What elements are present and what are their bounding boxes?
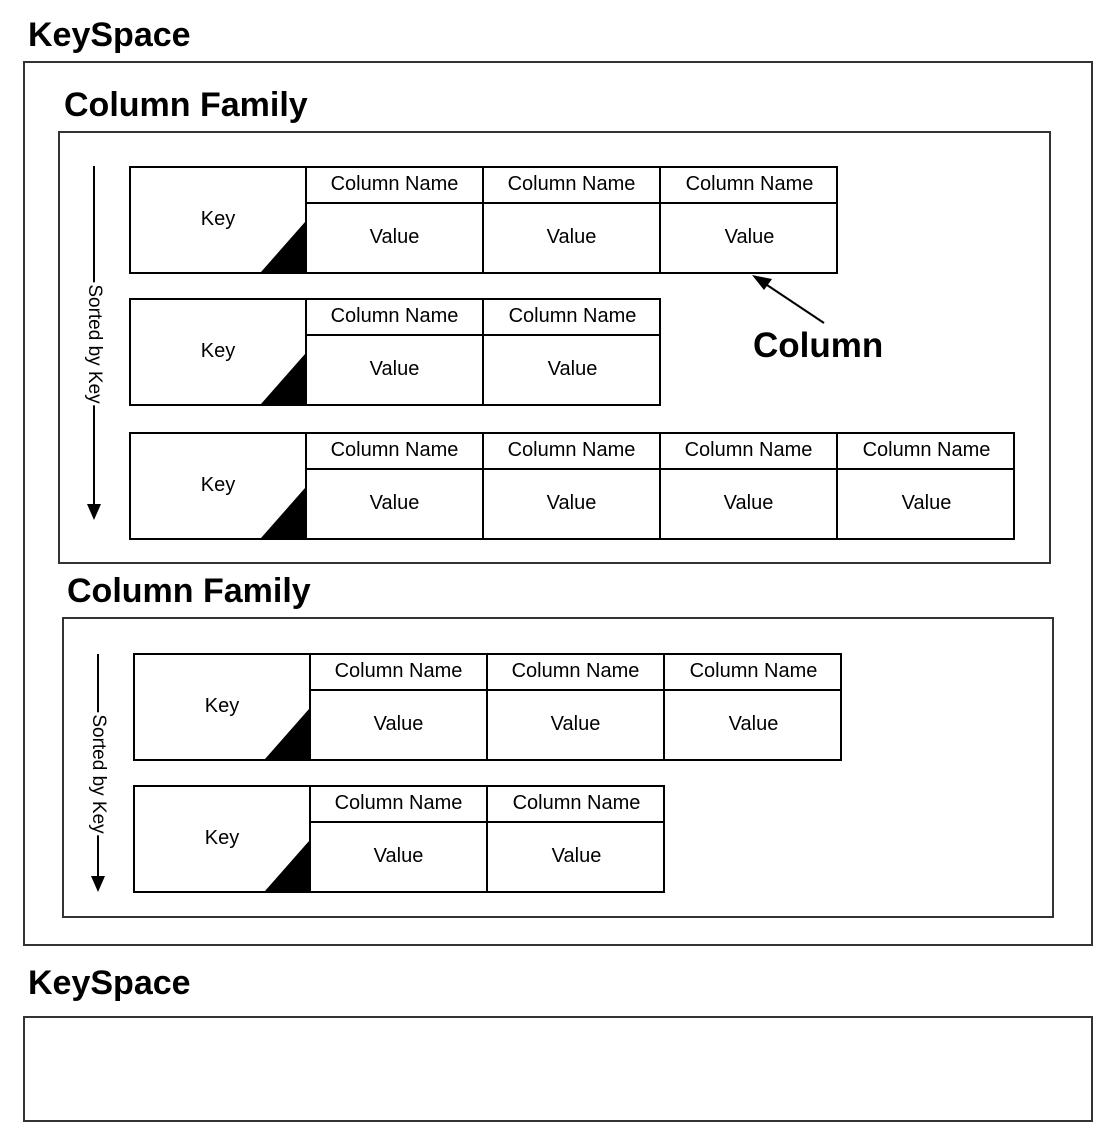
key-corner-marker	[265, 709, 309, 759]
column-name: Column Name	[661, 168, 838, 204]
column-value: Value	[723, 492, 774, 514]
row: Key Column Name Value Column Name Value	[133, 785, 665, 893]
column-name: Column Name	[484, 434, 659, 470]
column-name: Column Name	[307, 168, 482, 204]
key-label: Key	[200, 208, 236, 230]
column-name: Column Name	[311, 655, 486, 691]
row: Key Column Name Value Column Name Value …	[129, 432, 1015, 540]
column-name: Column Name	[488, 655, 663, 691]
column-name: Column Name	[665, 655, 842, 691]
column-value: Value	[369, 358, 420, 380]
column-name: Column Name	[307, 434, 482, 470]
column: Column Name Value	[838, 434, 1015, 538]
key-corner-marker	[261, 488, 305, 538]
key-corner-marker	[265, 841, 309, 891]
column-name: Column Name	[488, 787, 665, 823]
sorted-by-key-arrow: Sorted by Key	[79, 166, 109, 522]
key-corner-marker	[261, 222, 305, 272]
row-key: Key	[135, 787, 311, 891]
column-family-box	[62, 617, 1054, 918]
column-name: Column Name	[311, 787, 486, 823]
column: Column Name Value	[307, 300, 484, 404]
row: Key Column Name Value Column Name Value …	[133, 653, 842, 761]
column: Column Name Value	[484, 434, 661, 538]
keyspace-title: KeySpace	[28, 964, 191, 1002]
column-value: Value	[551, 845, 602, 867]
column-value: Value	[547, 358, 598, 380]
sorted-by-key-arrow: Sorted by Key	[83, 654, 113, 894]
column-value: Value	[550, 713, 601, 735]
key-corner-marker	[261, 354, 305, 404]
column-value: Value	[901, 492, 952, 514]
key-label: Key	[200, 340, 236, 362]
column: Column Name Value	[484, 168, 661, 272]
column-family-box	[58, 131, 1051, 564]
key-label: Key	[204, 695, 240, 717]
row-key: Key	[131, 434, 307, 538]
row-key: Key	[131, 168, 307, 272]
column-value: Value	[546, 226, 597, 248]
column-family-title: Column Family	[64, 86, 308, 124]
column-name: Column Name	[484, 168, 659, 204]
column-callout-label: Column	[753, 326, 884, 365]
column: Column Name Value	[488, 787, 665, 891]
column: Column Name Value	[661, 168, 838, 272]
column-value: Value	[373, 713, 424, 735]
column: Column Name Value	[484, 300, 661, 404]
column-value: Value	[728, 713, 779, 735]
column-family-title: Column Family	[67, 572, 311, 610]
row-key: Key	[131, 300, 307, 404]
column-value: Value	[369, 492, 420, 514]
column-name: Column Name	[307, 300, 482, 336]
arrow-down-icon	[87, 504, 101, 520]
key-label: Key	[200, 474, 236, 496]
column: Column Name Value	[307, 168, 484, 272]
column-name: Column Name	[661, 434, 836, 470]
row-key: Key	[135, 655, 311, 759]
column-value: Value	[373, 845, 424, 867]
column-value: Value	[369, 226, 420, 248]
column-value: Value	[724, 226, 775, 248]
column-name: Column Name	[484, 300, 661, 336]
column: Column Name Value	[661, 434, 838, 538]
column: Column Name Value	[311, 655, 488, 759]
column: Column Name Value	[311, 787, 488, 891]
column: Column Name Value	[665, 655, 842, 759]
arrow-down-icon	[91, 876, 105, 892]
key-label: Key	[204, 827, 240, 849]
keyspace-box	[23, 1016, 1093, 1122]
row: Key Column Name Value Column Name Value	[129, 298, 661, 406]
column-name: Column Name	[838, 434, 1015, 470]
keyspace-box	[23, 61, 1093, 946]
column: Column Name Value	[488, 655, 665, 759]
row: Key Column Name Value Column Name Value …	[129, 166, 838, 274]
sorted-by-key-label: Sorted by Key	[87, 712, 109, 836]
column: Column Name Value	[307, 434, 484, 538]
keyspace-title: KeySpace	[28, 16, 191, 54]
column-value: Value	[546, 492, 597, 514]
